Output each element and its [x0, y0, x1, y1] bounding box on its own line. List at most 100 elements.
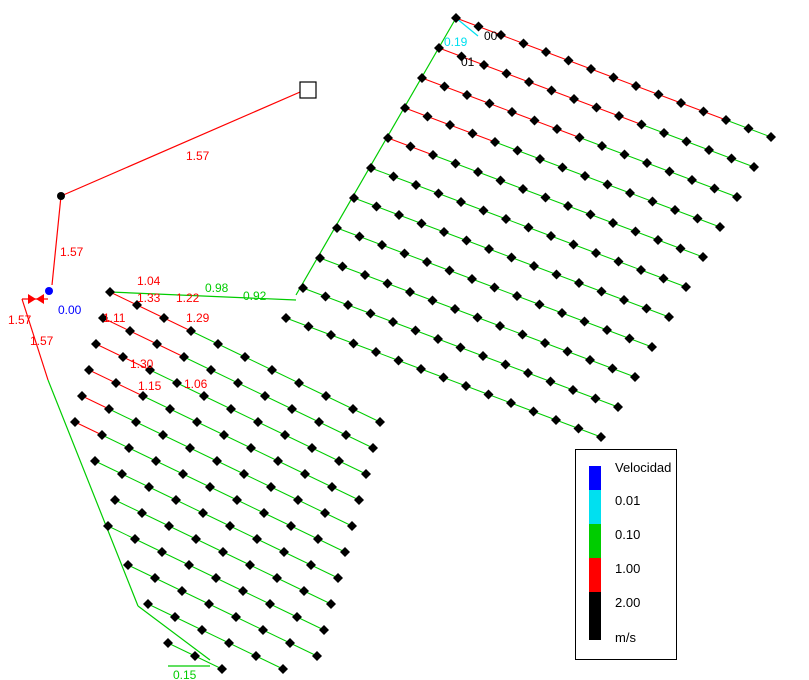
junction-node[interactable] — [523, 222, 534, 233]
pipe-segment[interactable] — [168, 525, 197, 540]
pipe-segment[interactable] — [129, 330, 158, 345]
junction-node[interactable] — [472, 312, 483, 323]
pipe-segment[interactable] — [147, 603, 176, 618]
junction-node[interactable] — [546, 85, 557, 96]
junction-node[interactable] — [630, 226, 641, 237]
junction-node[interactable] — [105, 287, 115, 297]
pipe-segment[interactable] — [109, 291, 138, 306]
pipe-segment[interactable] — [189, 447, 218, 462]
junction-node[interactable] — [596, 286, 607, 297]
pipe-segment[interactable] — [516, 295, 540, 305]
pipe-segment[interactable] — [551, 90, 575, 100]
junction-node[interactable] — [212, 456, 222, 466]
pipe-segment[interactable] — [217, 343, 246, 358]
junction-node[interactable] — [573, 423, 584, 434]
junction-node[interactable] — [123, 560, 133, 570]
pipe-segment[interactable] — [188, 564, 217, 579]
pipe-segment[interactable] — [505, 364, 529, 374]
junction-node[interactable] — [125, 326, 135, 336]
pipe-segment[interactable] — [88, 369, 117, 384]
main-pipe[interactable] — [60, 88, 308, 197]
junction-node[interactable] — [490, 137, 500, 147]
junction-node[interactable] — [218, 547, 228, 557]
junction-node[interactable] — [496, 30, 506, 40]
pipe-segment[interactable] — [107, 525, 136, 540]
junction-node[interactable] — [298, 283, 308, 293]
junction-node[interactable] — [238, 586, 248, 596]
junction-node[interactable] — [541, 47, 551, 57]
pipe-segment[interactable] — [483, 64, 507, 74]
junction-node[interactable] — [206, 365, 216, 375]
junction-node[interactable] — [253, 417, 263, 427]
pipe-segment[interactable] — [420, 368, 444, 378]
junction-node[interactable] — [585, 355, 595, 365]
junction-node[interactable] — [77, 391, 87, 401]
pipe-segment[interactable] — [472, 133, 496, 143]
pipe-segment[interactable] — [522, 188, 546, 198]
pipe-segment[interactable] — [567, 351, 591, 361]
pipe-segment[interactable] — [196, 421, 225, 436]
junction-node[interactable] — [225, 521, 235, 531]
pipe-segment[interactable] — [460, 347, 484, 357]
pipe-segment[interactable] — [528, 227, 552, 237]
pipe-segment[interactable] — [182, 473, 211, 488]
junction-node[interactable] — [524, 77, 534, 87]
pipe-segment[interactable] — [488, 394, 512, 404]
junction-node[interactable] — [410, 325, 421, 336]
junction-node[interactable] — [445, 120, 455, 130]
pipe-segment[interactable] — [578, 428, 602, 438]
pipe-segment[interactable] — [568, 60, 592, 70]
junction-node[interactable] — [749, 162, 759, 172]
junction-node[interactable] — [636, 119, 647, 130]
junction-node[interactable] — [642, 158, 652, 168]
pipe-segment[interactable] — [134, 538, 163, 553]
junction-node[interactable] — [178, 469, 188, 479]
junction-node[interactable] — [219, 430, 229, 440]
pipe-segment[interactable] — [393, 176, 417, 186]
junction-node[interactable] — [563, 201, 573, 211]
pipe-segment[interactable] — [264, 395, 293, 410]
pipe-segment[interactable] — [194, 655, 223, 670]
junction-node[interactable] — [523, 368, 533, 378]
junction-node[interactable] — [596, 432, 606, 442]
pipe-segment[interactable] — [421, 77, 445, 87]
pipe-segment[interactable] — [590, 68, 614, 78]
junction-node[interactable] — [272, 573, 282, 583]
pipe-segment[interactable] — [748, 128, 772, 138]
junction-node[interactable] — [340, 547, 350, 557]
junction-node[interactable] — [368, 443, 378, 453]
pipe-segment[interactable] — [310, 564, 339, 579]
junction-node[interactable] — [186, 326, 196, 336]
junction-node[interactable] — [281, 313, 291, 323]
pipe-segment[interactable] — [506, 73, 530, 83]
junction-node[interactable] — [625, 188, 635, 198]
pipe-segment[interactable] — [556, 274, 580, 284]
junction-node[interactable] — [258, 625, 268, 635]
junction-node[interactable] — [687, 175, 697, 185]
pipe-segment[interactable] — [523, 43, 547, 53]
pipe-segment[interactable] — [556, 128, 580, 138]
junction-node[interactable] — [307, 443, 317, 453]
pipe-segment[interactable] — [376, 206, 400, 216]
junction-node[interactable] — [118, 352, 128, 362]
junction-node[interactable] — [631, 81, 641, 91]
pipe-segment[interactable] — [601, 145, 625, 155]
pipe-segment[interactable] — [398, 360, 422, 370]
junction-node[interactable] — [285, 638, 295, 648]
pipe-segment[interactable] — [477, 171, 501, 181]
pipe-segment[interactable] — [589, 359, 613, 369]
pipe-segment[interactable] — [330, 334, 354, 344]
junction-node[interactable] — [152, 339, 162, 349]
junction-node[interactable] — [591, 102, 602, 113]
junction-node[interactable] — [512, 145, 523, 156]
pipe-segment[interactable] — [319, 257, 343, 267]
junction-node[interactable] — [111, 378, 121, 388]
junction-node[interactable] — [144, 482, 154, 492]
pipe-segment[interactable] — [228, 642, 257, 657]
junction-node[interactable] — [231, 612, 241, 622]
pipe-segment[interactable] — [237, 382, 266, 397]
junction-node[interactable] — [439, 81, 450, 92]
junction-node[interactable] — [366, 163, 376, 173]
pipe-segment[interactable] — [623, 299, 647, 309]
pipe-segment[interactable] — [95, 343, 124, 358]
